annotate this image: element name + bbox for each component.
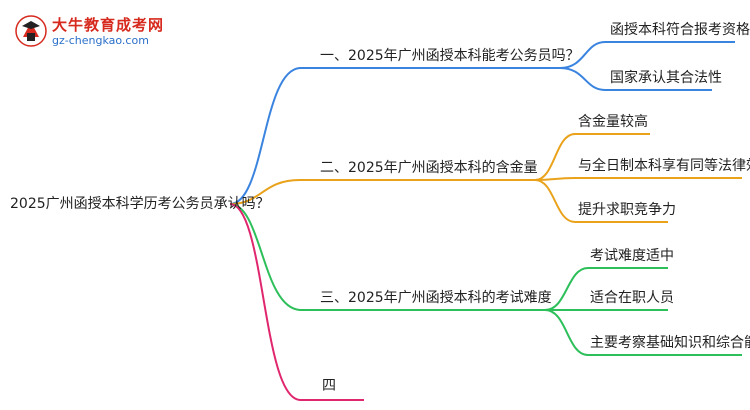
connector-branch-4: [229, 203, 364, 401]
branch-2-child-1[interactable]: 含金量较高: [578, 114, 648, 130]
branch-2-child-2[interactable]: 与全日制本科享有同等法律效力: [578, 158, 750, 174]
brand-url: gz-chengkao.com: [52, 33, 149, 47]
branch-2-child-3[interactable]: 提升求职竞争力: [578, 202, 676, 218]
connector-2-2: [534, 177, 742, 181]
connector-branch-2: [229, 179, 535, 205]
scholar-figure-icon: [15, 15, 47, 47]
brand-name: 大牛教育成考网: [52, 15, 165, 34]
connector-1-2: [559, 67, 712, 91]
connector-1-1: [559, 41, 735, 69]
branch-3-child-3[interactable]: 主要考察基础知识和综合能力: [590, 335, 750, 351]
root-topic[interactable]: 2025广州函授本科学历考公务员承认吗？: [10, 196, 270, 212]
connector-branch-3: [229, 203, 545, 311]
branch-3[interactable]: 三、2025年广州函授本科的考试难度: [320, 290, 552, 306]
branch-4[interactable]: 四: [322, 378, 336, 394]
branch-1[interactable]: 一、2025年广州函授本科能考公务员吗？: [320, 48, 580, 64]
branch-1-child-1[interactable]: 函授本科符合报考资格: [610, 22, 750, 38]
connector-2-1: [534, 133, 650, 181]
connector-3-3: [544, 309, 742, 356]
site-logo[interactable]: 大牛教育成考网 gz-chengkao.com: [14, 14, 164, 48]
branch-1-child-2[interactable]: 国家承认其合法性: [610, 70, 722, 86]
branch-3-child-2[interactable]: 适合在职人员: [590, 290, 674, 306]
connector-2-3: [534, 179, 668, 223]
branch-3-child-1[interactable]: 考试难度适中: [590, 248, 674, 264]
connector-branch-1: [229, 67, 560, 205]
branch-2[interactable]: 二、2025年广州函授本科的含金量: [320, 160, 538, 176]
connector-3-1: [544, 267, 668, 311]
